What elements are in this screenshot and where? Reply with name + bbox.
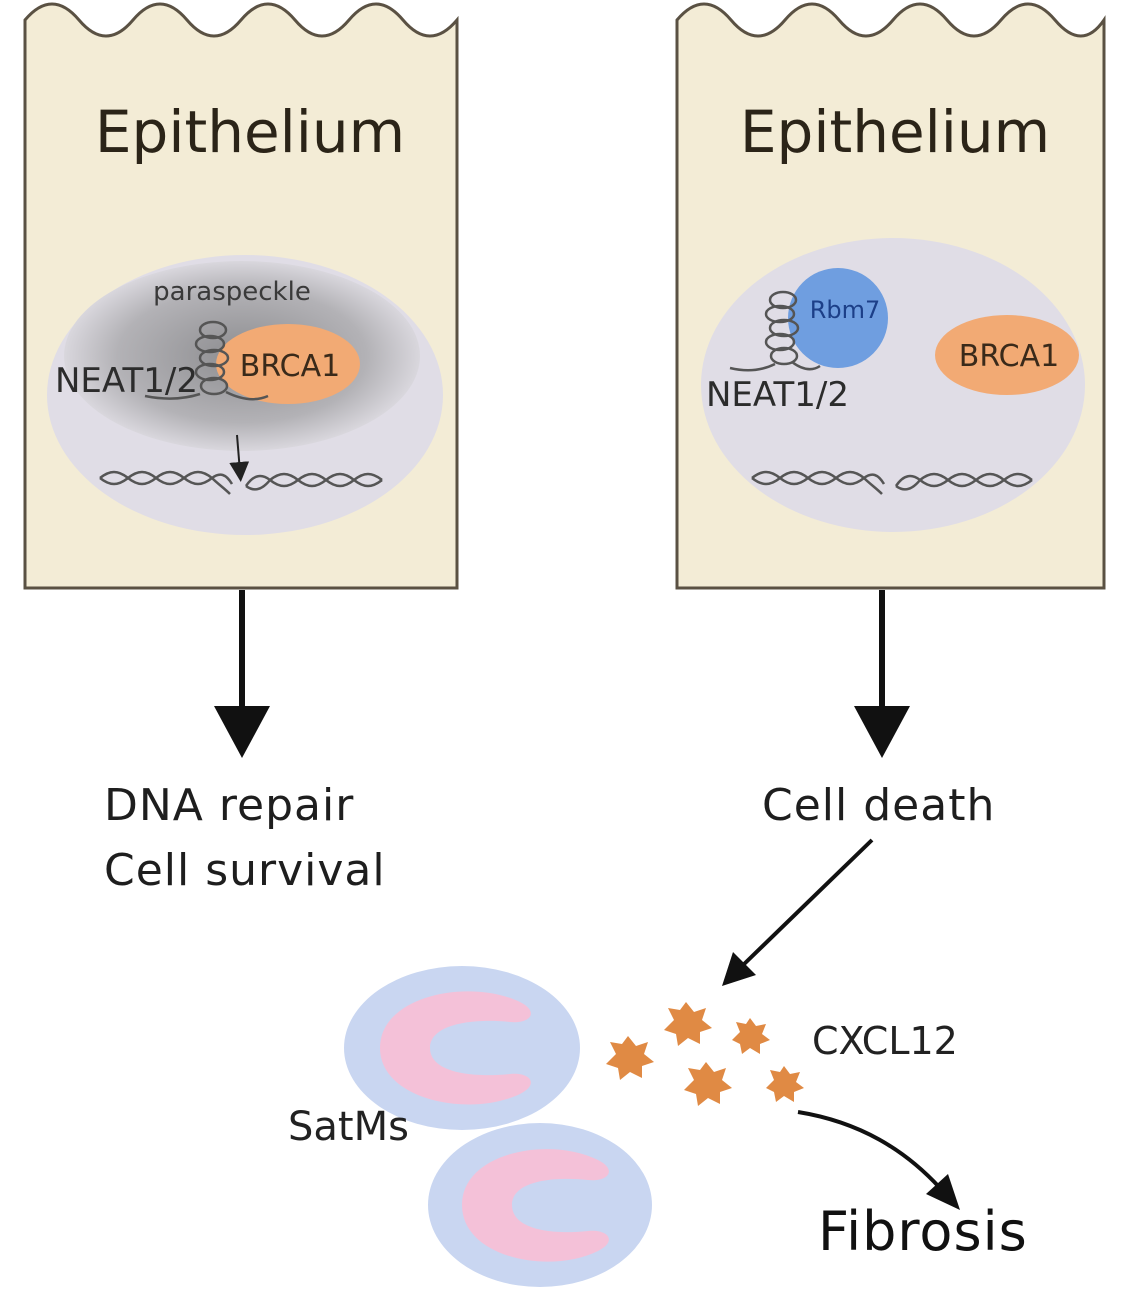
satms-label: SatMs: [288, 1104, 409, 1150]
left-down-arrow: [214, 590, 270, 758]
outcome-dna-repair: DNA repair: [104, 780, 354, 831]
fibrosis-label: Fibrosis: [818, 1200, 1028, 1263]
paraspeckle-label: paraspeckle: [153, 277, 311, 307]
right-neat-rna-icon: [729, 290, 821, 372]
right-down-arrow: [854, 590, 910, 758]
left-epithelial-cell: Epithelium paraspeckle BRCA1 NEAT1/2: [23, 2, 459, 590]
outcome-cell-survival: Cell survival: [104, 845, 386, 896]
right-epithelial-cell: Epithelium Rbm7 NEAT1/2 BRCA1: [675, 2, 1106, 590]
right-dna-strand-icon: [751, 470, 1033, 495]
satm-cell-lower: [428, 1123, 652, 1287]
cxcl12-label: CXCL12: [812, 1019, 958, 1063]
right-brca1-label: BRCA1: [959, 339, 1060, 374]
cxcl12-molecule: [606, 1036, 654, 1080]
cxcl12-molecules: [606, 1002, 804, 1106]
left-dna-strand-icon: [99, 470, 383, 495]
cell-death-to-cxcl12-arrow: [722, 838, 874, 986]
left-neat-rna-icon: [144, 320, 269, 401]
cxcl12-molecule: [664, 1002, 712, 1046]
cxcl12-molecule: [732, 1018, 770, 1054]
right-neat-label: NEAT1/2: [706, 375, 849, 415]
satm-cell-upper: [344, 966, 580, 1130]
outcome-cell-death: Cell death: [762, 780, 995, 831]
rbm7-protein: [788, 268, 888, 368]
left-cell-title: Epithelium: [95, 98, 405, 166]
left-brca1-label: BRCA1: [240, 349, 341, 384]
left-repair-arrow: [229, 434, 250, 482]
left-neat-label: NEAT1/2: [55, 361, 198, 401]
cxcl12-molecule: [684, 1062, 732, 1106]
right-cell-title: Epithelium: [740, 98, 1050, 166]
left-brca1-protein: [216, 324, 360, 404]
cxcl12-to-fibrosis-arrow: [797, 1110, 960, 1210]
rbm7-label: Rbm7: [810, 296, 881, 324]
cxcl12-molecule: [766, 1066, 804, 1102]
right-brca1-protein: [935, 315, 1079, 395]
